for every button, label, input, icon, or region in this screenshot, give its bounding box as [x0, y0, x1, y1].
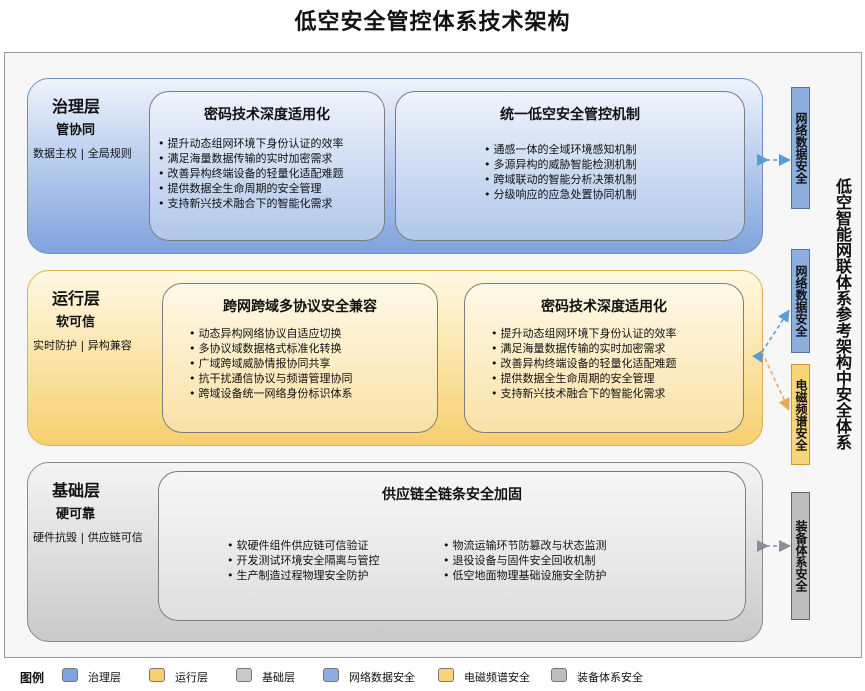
- list-item: 退役设备与固件安全回收机制: [443, 553, 607, 568]
- legend: 图例 治理层 运行层 基础层 网络数据安全 电磁频谱安全 装备体系安全: [0, 664, 865, 688]
- governance-layer-name: 治理层: [52, 97, 101, 116]
- list-item: 满足海量数据传输的实时加密需求: [158, 151, 344, 166]
- foundation-layer-name: 基础层: [52, 481, 101, 500]
- list-item: 软硬件组件供应链可信验证: [227, 538, 380, 553]
- list-item: 提升动态组网环境下身份认证的效率: [491, 326, 677, 341]
- foundation-supply-box: 供应链全链条安全加固 软硬件组件供应链可信验证 开发测试环境安全隔离与管控 生产…: [158, 471, 746, 621]
- list-item: 提供数据全生命周期的安全管理: [158, 181, 344, 196]
- governance-control-list: 通感一体的全域环境感知机制 多源异构的威胁智能检测机制 跨域联动的智能分析决策机…: [484, 142, 637, 202]
- foundation-layer: 基础层 硬可靠 硬件抗毁 | 供应链可信 供应链全链条安全加固 软硬件组件供应链…: [27, 462, 763, 642]
- vertical-title: 低空智能网联体系参考架构中安全体系: [833, 178, 852, 450]
- side-network-data-top: 网络数据安全: [791, 87, 810, 209]
- legend-title: 图例: [20, 671, 45, 685]
- list-item: 改善异构终端设备的轻量化适配难题: [491, 356, 677, 371]
- legend-label-electromagnetic: 电磁频谱安全: [464, 671, 530, 684]
- side-network-data-mid-label: 网络数据安全: [794, 265, 808, 337]
- operation-crypto-box: 密码技术深度适用化 提升动态组网环境下身份认证的效率 满足海量数据传输的实时加密…: [464, 283, 744, 433]
- foundation-layer-desc: 硬件抗毁 | 供应链可信: [33, 531, 143, 544]
- governance-layer-subtitle: 管协同: [56, 123, 96, 138]
- legend-label-equipment: 装备体系安全: [577, 671, 643, 684]
- side-equipment: 装备体系安全: [791, 492, 810, 620]
- list-item: 提升动态组网环境下身份认证的效率: [158, 136, 344, 151]
- legend-label-operation: 运行层: [175, 671, 208, 684]
- operation-protocol-box: 跨网跨域多协议安全兼容 动态异构网络协议自适应切换 多协议域数据格式标准化转换 …: [162, 283, 438, 433]
- legend-label-foundation: 基础层: [262, 671, 295, 684]
- list-item: 改善异构终端设备的轻量化适配难题: [158, 166, 344, 181]
- list-item: 开发测试环境安全隔离与管控: [227, 553, 380, 568]
- list-item: 广域跨域威胁情报协同共享: [189, 356, 353, 371]
- governance-control-title: 统一低空安全管控机制: [500, 107, 640, 123]
- operation-layer-name: 运行层: [52, 289, 101, 308]
- list-item: 抗干扰通信协议与频谱管理协同: [189, 371, 353, 386]
- operation-protocol-title: 跨网跨域多协议安全兼容: [223, 299, 377, 315]
- list-item: 提供数据全生命周期的安全管理: [491, 371, 677, 386]
- side-network-data-mid: 网络数据安全: [791, 249, 810, 353]
- operation-protocol-list: 动态异构网络协议自适应切换 多协议域数据格式标准化转换 广域跨域威胁情报协同共享…: [189, 326, 353, 401]
- governance-crypto-list: 提升动态组网环境下身份认证的效率 满足海量数据传输的实时加密需求 改善异构终端设…: [158, 136, 344, 211]
- side-electromagnetic-label: 电磁频谱安全: [794, 378, 808, 451]
- legend-swatch-electromagnetic: [438, 668, 454, 682]
- operation-crypto-list: 提升动态组网环境下身份认证的效率 满足海量数据传输的实时加密需求 改善异构终端设…: [491, 326, 677, 401]
- governance-crypto-title: 密码技术深度适用化: [204, 107, 330, 123]
- foundation-layer-subtitle: 硬可靠: [56, 507, 96, 522]
- legend-swatch-network-data: [323, 668, 339, 682]
- side-network-data-top-label: 网络数据安全: [794, 112, 808, 184]
- list-item: 低空地面物理基础设施安全防护: [443, 568, 607, 583]
- legend-label-network-data: 网络数据安全: [349, 671, 415, 684]
- governance-layer-desc: 数据主权 | 全局规则: [33, 147, 132, 160]
- foundation-supply-left-list: 软硬件组件供应链可信验证 开发测试环境安全隔离与管控 生产制造过程物理安全防护: [227, 538, 380, 583]
- foundation-supply-right-list: 物流运输环节防篡改与状态监测 退役设备与固件安全回收机制 低空地面物理基础设施安…: [443, 538, 607, 583]
- list-item: 通感一体的全域环境感知机制: [484, 142, 637, 157]
- list-item: 跨域设备统一网络身份标识体系: [189, 386, 353, 401]
- side-electromagnetic: 电磁频谱安全: [791, 364, 810, 465]
- governance-layer: 治理层 管协同 数据主权 | 全局规则 密码技术深度适用化 提升动态组网环境下身…: [27, 78, 763, 254]
- operation-crypto-title: 密码技术深度适用化: [541, 299, 667, 315]
- foundation-supply-title: 供应链全链条安全加固: [382, 487, 522, 503]
- side-equipment-label: 装备体系安全: [794, 520, 808, 592]
- legend-label-governance: 治理层: [88, 671, 121, 684]
- list-item: 分级响应的应急处置协同机制: [484, 187, 637, 202]
- governance-control-box: 统一低空安全管控机制 通感一体的全域环境感知机制 多源异构的威胁智能检测机制 跨…: [395, 91, 745, 241]
- legend-swatch-foundation: [236, 668, 252, 682]
- list-item: 多源异构的威胁智能检测机制: [484, 157, 637, 172]
- list-item: 支持新兴技术融合下的智能化需求: [158, 196, 344, 211]
- list-item: 满足海量数据传输的实时加密需求: [491, 341, 677, 356]
- list-item: 支持新兴技术融合下的智能化需求: [491, 386, 677, 401]
- list-item: 跨域联动的智能分析决策机制: [484, 172, 637, 187]
- page-title: 低空安全管控体系技术架构: [294, 10, 571, 35]
- operation-layer: 运行层 软可信 实时防护 | 异构兼容 跨网跨域多协议安全兼容 动态异构网络协议…: [27, 270, 763, 446]
- list-item: 物流运输环节防篡改与状态监测: [443, 538, 607, 553]
- list-item: 多协议域数据格式标准化转换: [189, 341, 353, 356]
- legend-swatch-governance: [62, 668, 78, 682]
- governance-crypto-box: 密码技术深度适用化 提升动态组网环境下身份认证的效率 满足海量数据传输的实时加密…: [149, 91, 385, 241]
- operation-layer-subtitle: 软可信: [56, 315, 96, 330]
- list-item: 动态异构网络协议自适应切换: [189, 326, 353, 341]
- operation-layer-desc: 实时防护 | 异构兼容: [33, 339, 132, 352]
- legend-swatch-operation: [149, 668, 165, 682]
- legend-swatch-equipment: [551, 668, 567, 682]
- list-item: 生产制造过程物理安全防护: [227, 568, 380, 583]
